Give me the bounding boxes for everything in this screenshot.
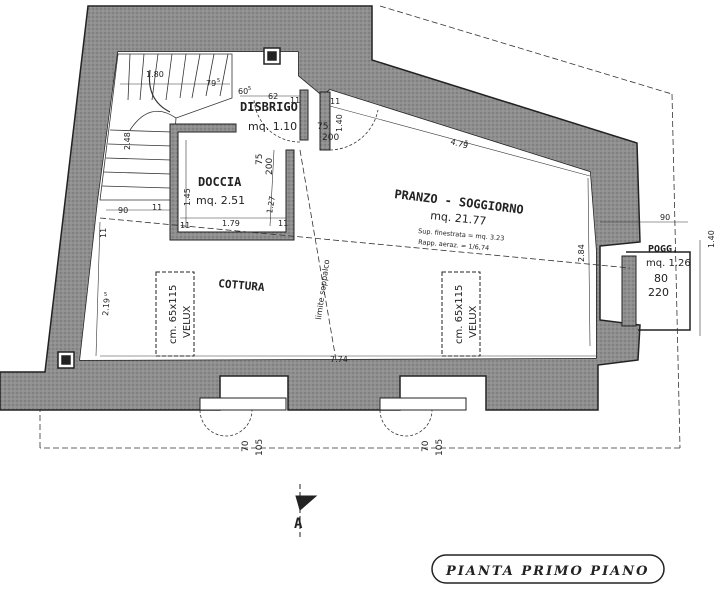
dim-90-stair: 90 <box>118 206 128 215</box>
dim-11-c: 11 <box>152 203 162 212</box>
title-frame <box>431 554 665 584</box>
dim-140: 1.40 <box>335 114 344 132</box>
room-area-poggiolo: mq. 1.26 <box>646 258 691 269</box>
dim-win1-h: 105 <box>255 439 265 456</box>
dim-stair-top-2: 79 <box>206 79 216 88</box>
dim-62: 62 <box>268 92 278 101</box>
dim-127: 1.27 <box>265 195 277 214</box>
dim-479-sup: 5 <box>465 140 468 146</box>
room-area-disbrigo: mq. 1.10 <box>248 120 297 133</box>
dim-stair-top-1: 1.80 <box>146 70 164 79</box>
skylight-size-2: cm. 65x115 <box>454 285 465 344</box>
windows-bottom <box>199 397 467 411</box>
door-swings <box>199 99 433 437</box>
dim-win2-h: 105 <box>435 439 445 456</box>
dim-248: 2.48 <box>123 132 132 150</box>
dim-140-balcony: 1.40 <box>707 230 716 248</box>
section-mark: A <box>294 516 303 532</box>
dim-balcony-door-h: 220 <box>648 286 669 299</box>
dim-479: 4.79 <box>449 137 469 150</box>
dashed-lines <box>39 5 681 449</box>
section-arrow <box>295 484 318 538</box>
plan-title: PIANTA PRIMO PIANO <box>445 564 649 579</box>
dim-11-b: 11 <box>330 97 340 106</box>
dim-win1-w: 70 <box>241 440 251 452</box>
balcony <box>621 251 691 331</box>
room-label-disbrigo: DISBRIGO <box>240 100 298 114</box>
internal-walls <box>169 89 331 241</box>
dim-179: 1.79 <box>222 219 240 228</box>
skylight-type-1: VELUX <box>182 305 193 338</box>
dim-door-doccia-h: 200 <box>265 158 275 175</box>
dim-219: 2.19 <box>101 298 112 317</box>
dim-win2-w: 70 <box>421 440 431 452</box>
skylight-type-2: VELUX <box>468 305 479 338</box>
room-area-doccia: mq. 2.51 <box>196 194 245 207</box>
dim-284: 2.84 <box>577 244 586 262</box>
dimension-lines <box>95 83 701 357</box>
dim-door-disbrigo: 75 <box>317 122 328 132</box>
dim-60: 60 <box>238 87 248 96</box>
room-label-cottura: COTTURA <box>218 277 266 294</box>
room-label-poggiolo: POGG. <box>648 244 678 255</box>
dim-door-doccia: 75 <box>255 154 265 165</box>
room-area-pranzo: mq. 21.77 <box>430 209 487 228</box>
dim-90-balcony: 90 <box>660 213 670 222</box>
dim-219-sup: 5 <box>104 292 107 298</box>
dim-door-disbrigo-h: 200 <box>322 133 339 143</box>
dim-11-d: 11 <box>180 221 190 230</box>
dim-145: 1.45 <box>183 188 192 206</box>
dim-balcony-door-w: 80 <box>654 272 668 285</box>
dim-11-f: 11 <box>99 228 108 238</box>
vent-squares <box>57 47 281 369</box>
dim-stair-top-sup: 5 <box>217 78 220 84</box>
dim-11-e: 11 <box>278 219 288 228</box>
dim-11-a: 11 <box>290 96 300 105</box>
dim-774: 7.74 <box>330 355 348 364</box>
skylight-size-1: cm. 65x115 <box>168 285 179 344</box>
room-label-doccia: DOCCIA <box>198 175 242 189</box>
dim-60-sup: 5 <box>248 86 251 92</box>
